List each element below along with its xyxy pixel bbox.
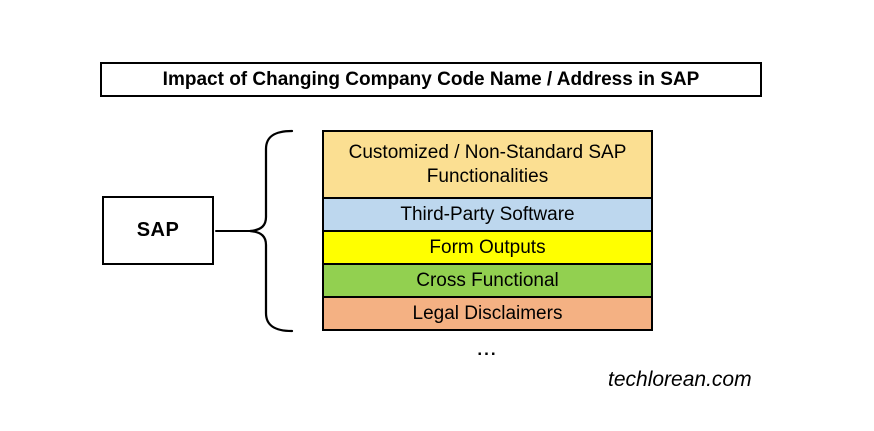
impact-item-label: Customized / Non-Standard SAP Functional… — [348, 141, 627, 187]
left-curly-brace — [249, 129, 294, 333]
curly-brace-connector — [215, 129, 294, 333]
impact-item-label: Legal Disclaimers — [412, 302, 563, 324]
impact-item-label: Cross Functional — [416, 269, 559, 291]
impact-item-form-outputs: Form Outputs — [322, 230, 653, 265]
continuation-ellipsis: ... — [477, 340, 498, 359]
impact-item-cross-functional: Cross Functional — [322, 263, 653, 298]
sap-node: SAP — [102, 196, 214, 265]
impact-item-label: Third-Party Software — [400, 203, 575, 225]
impact-stack: Customized / Non-Standard SAP Functional… — [322, 130, 653, 331]
impact-item-customized-functionalities: Customized / Non-Standard SAP Functional… — [322, 130, 653, 199]
site-watermark: techlorean.com — [608, 368, 752, 391]
diagram-title: Impact of Changing Company Code Name / A… — [162, 68, 700, 90]
impact-item-legal-disclaimers: Legal Disclaimers — [322, 296, 653, 331]
impact-item-label: Form Outputs — [429, 236, 546, 258]
impact-item-third-party-software: Third-Party Software — [322, 197, 653, 232]
sap-node-label: SAP — [136, 219, 180, 241]
diagram-title-box: Impact of Changing Company Code Name / A… — [100, 62, 762, 97]
